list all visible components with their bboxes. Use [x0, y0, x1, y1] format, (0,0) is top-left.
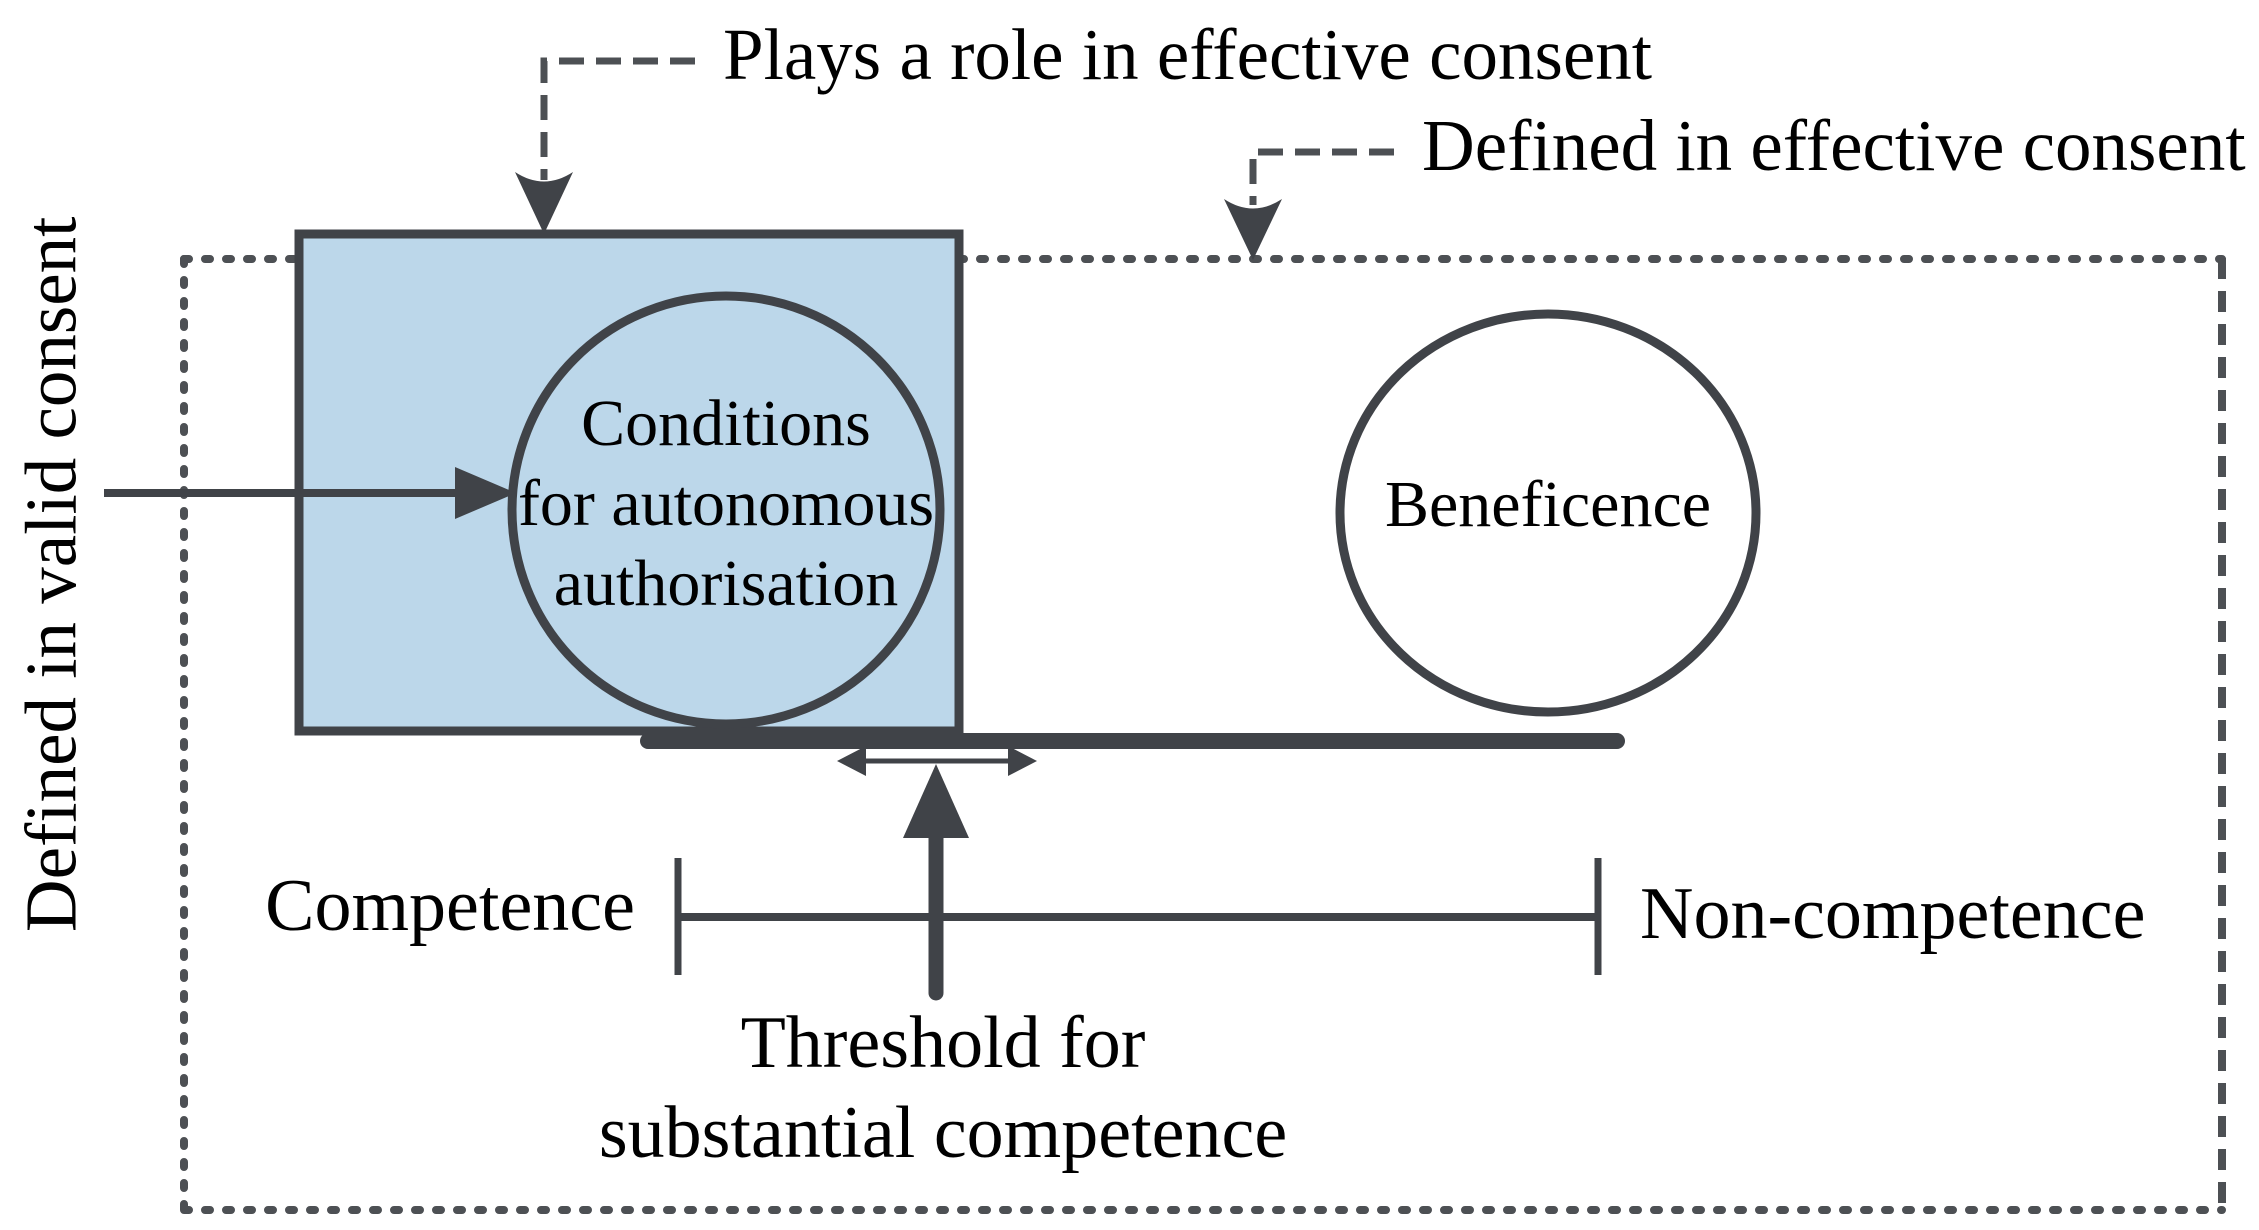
slide-arrow-right-head-icon: [1008, 746, 1037, 776]
beneficence-circle: [1335, 309, 1761, 717]
plays-role-connector: [515, 57, 695, 234]
conditions-circle: [507, 291, 945, 729]
non-competence-label: Non-competence: [1640, 873, 2146, 955]
plays-role-arrow-head-icon: [515, 172, 573, 234]
competence-spectrum-line: [674, 858, 1602, 975]
valid-consent-boundary: [180, 255, 2226, 1214]
threshold-label: Threshold for substantial competence: [598, 1002, 1288, 1174]
defined-valid-consent-label: Defined in valid consent: [10, 216, 92, 933]
beneficence-circle-label: Beneficence: [1384, 468, 1712, 541]
valid-consent-arrow-icon: [104, 467, 516, 519]
slide-range-arrow-icon: [837, 746, 1037, 776]
effective-consent-connector: [1224, 148, 1394, 260]
plays-role-dashed-line: [540, 57, 695, 180]
defined-effective-consent-label: Defined in effective consent: [1422, 105, 2246, 186]
plays-role-label: Plays a role in effective consent: [723, 14, 1653, 95]
threshold-arrow-head-icon: [903, 764, 969, 838]
effective-consent-dashed-line: [1249, 148, 1394, 205]
conditions-circle-label: Conditions for autonomous authorisation: [517, 387, 935, 620]
slide-arrow-left-head-icon: [837, 746, 866, 776]
effective-consent-arrow-head-icon: [1224, 199, 1282, 260]
valid-consent-arrow-head-icon: [455, 467, 516, 519]
threshold-arrow-icon: [903, 764, 969, 1001]
competence-label: Competence: [265, 865, 635, 947]
